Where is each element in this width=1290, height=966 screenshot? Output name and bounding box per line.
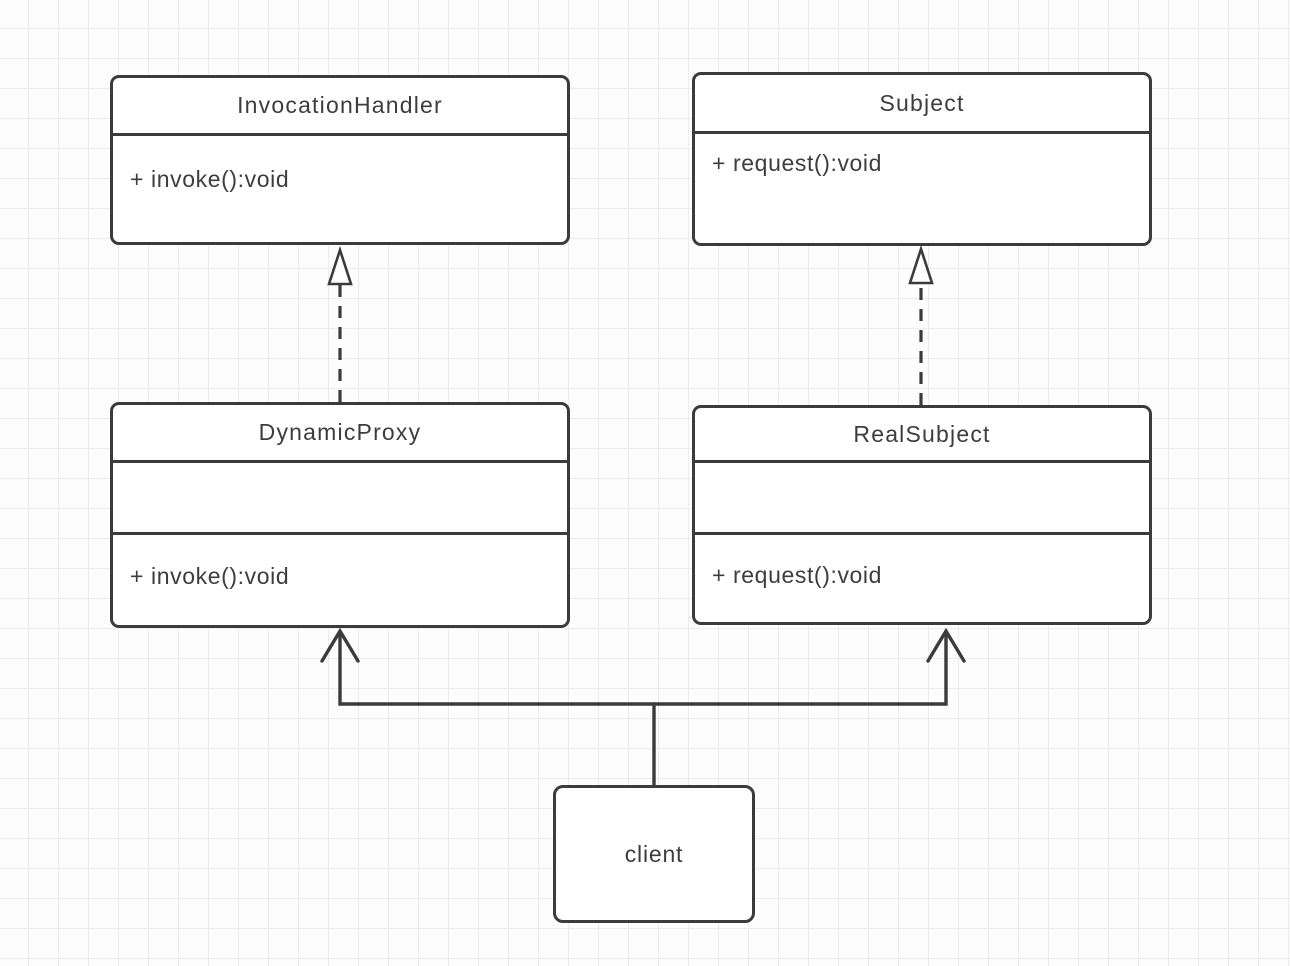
hollow-triangle-arrowhead-icon xyxy=(327,245,353,286)
class-method: + invoke():void xyxy=(130,563,290,589)
class-name: RealSubject xyxy=(695,408,1149,463)
class-name: Subject xyxy=(695,75,1149,134)
open-v-arrowhead-icon xyxy=(926,627,966,663)
hollow-triangle-arrowhead-icon xyxy=(908,244,934,285)
class-box-client[interactable]: client xyxy=(553,785,755,923)
connector-client-dynamicproxy[interactable] xyxy=(320,627,655,706)
class-name: InvocationHandler xyxy=(113,78,567,136)
connector-realsubject-subject[interactable] xyxy=(908,244,934,405)
class-name: DynamicProxy xyxy=(113,405,567,463)
connector-client-realsubject[interactable] xyxy=(653,627,966,706)
class-box-realsubject[interactable]: RealSubject + request():void xyxy=(692,405,1152,625)
connector-dynamicproxy-invocationhandler[interactable] xyxy=(327,245,353,402)
class-box-dynamicproxy[interactable]: DynamicProxy + invoke():void xyxy=(110,402,570,628)
class-attributes-empty xyxy=(113,463,567,535)
class-method: + request():void xyxy=(712,150,883,176)
class-box-invocationhandler[interactable]: InvocationHandler + invoke():void xyxy=(110,75,570,245)
class-name: client xyxy=(624,840,684,867)
class-method: + request():void xyxy=(712,562,883,588)
open-v-arrowhead-icon xyxy=(320,627,360,663)
class-box-subject[interactable]: Subject + request():void xyxy=(692,72,1152,246)
class-attributes-empty xyxy=(695,463,1149,535)
class-method: + invoke():void xyxy=(130,166,290,192)
